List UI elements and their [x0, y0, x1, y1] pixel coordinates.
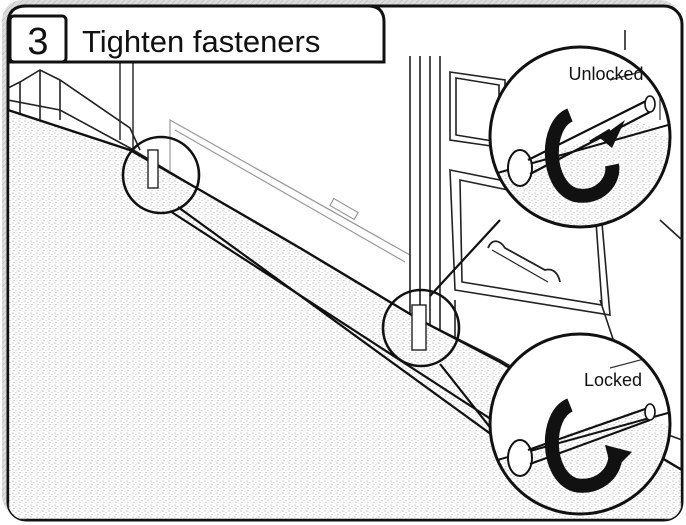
step-number-box — [8, 14, 68, 64]
left-bracket — [147, 149, 159, 189]
step-title: Tighten fasteners — [82, 24, 320, 59]
step-header: 3 Tighten fasteners — [6, 4, 386, 64]
zoom-circle-center — [381, 288, 461, 368]
callout-label-unlocked: Unlocked — [568, 64, 643, 84]
callout-locked: Locked — [488, 332, 672, 516]
step-number: 3 — [27, 21, 48, 63]
callout-label-locked: Locked — [584, 370, 642, 390]
zoom-circle-left — [121, 135, 201, 215]
center-bracket — [411, 304, 427, 351]
